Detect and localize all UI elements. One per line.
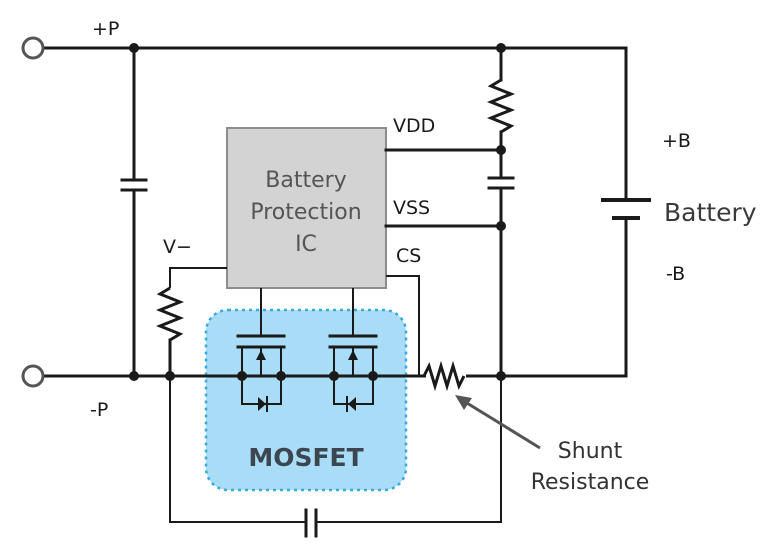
- label-cs: CS: [396, 245, 421, 267]
- v-minus-resistor: [155, 286, 185, 342]
- protection-ic: [226, 127, 387, 289]
- label-vss: VSS: [393, 197, 430, 219]
- shunt-arrow: [461, 398, 541, 450]
- label-minus-p: -P: [90, 399, 108, 421]
- shunt-label-line-2: Resistance: [531, 470, 650, 495]
- shunt-arrowhead: [455, 395, 472, 410]
- terminal-plus-p: [21, 36, 45, 60]
- label-plus-b: +B: [662, 130, 691, 152]
- junction-dot: [496, 145, 506, 155]
- junction-dot: [496, 371, 506, 381]
- junction-dot: [329, 371, 339, 381]
- junction-dot: [129, 43, 139, 53]
- junction-dot: [368, 371, 378, 381]
- mosfet-region: [204, 308, 408, 492]
- junction-dot: [496, 43, 506, 53]
- ic-title-line-3: IC: [295, 232, 317, 257]
- junction-dot: [165, 371, 175, 381]
- label-vdd: VDD: [393, 115, 435, 137]
- terminal-minus-p: [21, 364, 45, 388]
- label-v-minus: V−: [163, 236, 192, 258]
- label-plus-p: +P: [92, 18, 119, 40]
- vdd-resistor: [486, 78, 516, 134]
- shunt-label-line-1: Shunt: [558, 439, 623, 464]
- label-minus-b: -B: [666, 263, 685, 285]
- cs-wire: [386, 275, 420, 376]
- junction-dot: [129, 371, 139, 381]
- junction-dot: [496, 221, 506, 231]
- mosfet-1: [236, 334, 286, 412]
- junction-dot: [237, 371, 247, 381]
- v-minus-wire: [169, 267, 227, 288]
- label-battery: Battery: [664, 198, 757, 227]
- shunt-resistor: [422, 360, 466, 392]
- ic-title-line-2: Protection: [250, 200, 361, 225]
- ic-title-line-1: Battery: [265, 168, 346, 193]
- mosfet-label: MOSFET: [248, 443, 363, 472]
- bottom-cap-wire-left: [169, 376, 306, 523]
- junction-dot: [276, 371, 286, 381]
